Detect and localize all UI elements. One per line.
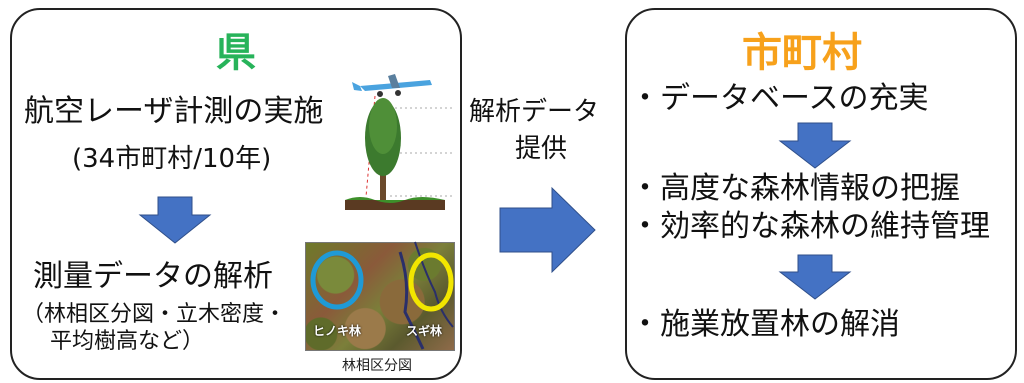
hinoki-forest-label: ヒノキ林 — [313, 324, 362, 338]
data-analysis-text: 測量データの解析 — [33, 259, 273, 294]
analysis-details-line1: （林相区分図・立木密度・ — [22, 302, 287, 327]
analysis-details-line2: 平均樹高など） — [50, 329, 205, 354]
aerial-laser-illustration — [345, 74, 452, 210]
sugi-circle — [408, 252, 454, 312]
hinoki-circle — [310, 250, 364, 310]
down-arrow-icon — [778, 254, 852, 300]
provide-data-text-line2: 提供 — [515, 134, 568, 164]
municipality-panel — [625, 8, 1017, 380]
forest-info-item: ・高度な森林情報の把握 — [630, 171, 960, 206]
airplane-icon — [352, 74, 432, 97]
map-caption: 林相区分図 — [342, 358, 412, 374]
provide-data-text-line1: 解析データ — [469, 97, 600, 127]
municipality-title: 市町村 — [742, 30, 862, 76]
prefecture-title: 県 — [216, 30, 256, 76]
forest-type-map-image — [305, 242, 455, 351]
sugi-forest-label: スギ林 — [406, 324, 443, 338]
survey-scope-text: (34市町村/10年) — [72, 144, 272, 174]
down-arrow-icon — [778, 122, 852, 169]
forest-management-item: ・効率的な森林の維持管理 — [630, 209, 990, 244]
tree-icon — [365, 98, 401, 203]
right-arrow-icon — [499, 186, 596, 274]
abandoned-forest-item: ・施業放置林の解消 — [630, 307, 900, 342]
down-arrow-icon — [138, 196, 212, 244]
database-item: ・データベースの充実 — [630, 81, 929, 116]
forest-map-overlay — [310, 241, 454, 350]
laser-survey-text: 航空レーザ計測の実施 — [24, 94, 324, 129]
